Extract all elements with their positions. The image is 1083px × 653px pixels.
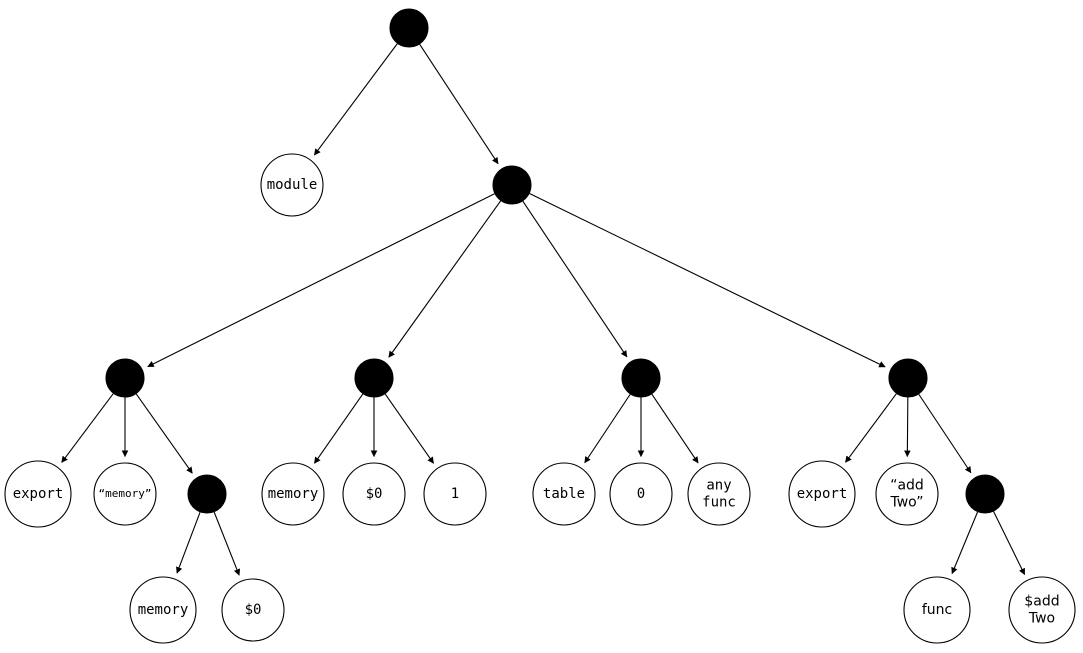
- tree-edge: [651, 393, 699, 464]
- node-dot: [389, 8, 429, 48]
- tree-node-leaf[interactable]: “memory”: [93, 462, 157, 526]
- tree-edge: [314, 393, 364, 464]
- node-circle: [903, 576, 971, 644]
- tree-node-leaf[interactable]: $0: [342, 462, 406, 526]
- tree-node-internal[interactable]: [354, 358, 394, 398]
- tree-edge: [993, 511, 1026, 576]
- tree-edge: [918, 393, 972, 474]
- node-label: memory: [138, 602, 189, 618]
- node-dot: [187, 474, 227, 514]
- tree-node-leaf[interactable]: $0: [221, 578, 285, 642]
- tree-node-internal[interactable]: [389, 8, 429, 48]
- node-circle: [4, 460, 72, 528]
- tree-node-leaf[interactable]: memory: [261, 462, 325, 526]
- node-circle: [1008, 576, 1076, 644]
- edges-layer: [61, 43, 1026, 576]
- tree-edge: [147, 193, 495, 368]
- tree-edge: [419, 44, 499, 165]
- node-label: $0: [366, 486, 383, 502]
- tree-edge: [584, 393, 631, 464]
- tree-node-internal[interactable]: [187, 474, 227, 514]
- tree-edge: [522, 200, 628, 358]
- tree-node-leaf[interactable]: func: [903, 576, 971, 644]
- node-dot: [105, 358, 145, 398]
- node-circle: [609, 462, 673, 526]
- node-label: 1: [451, 486, 459, 502]
- node-label: 0: [637, 486, 645, 502]
- tree-edge: [845, 393, 897, 463]
- tree-edge: [951, 511, 979, 575]
- node-label: export: [797, 486, 848, 502]
- tree-edge: [388, 200, 502, 358]
- tree-node-leaf[interactable]: export: [4, 460, 72, 528]
- tree-edge: [384, 393, 434, 464]
- node-dot: [965, 474, 1005, 514]
- tree-node-internal[interactable]: [888, 358, 928, 398]
- node-circle: [423, 462, 487, 526]
- node-label: func: [922, 602, 952, 618]
- tree-node-leaf[interactable]: module: [260, 153, 324, 217]
- tree-node-leaf[interactable]: export: [788, 460, 856, 528]
- tree-edge: [61, 393, 114, 463]
- tree-edge: [176, 512, 201, 574]
- node-circle: [261, 462, 325, 526]
- tree-edge: [313, 43, 398, 156]
- node-dot: [621, 358, 661, 398]
- tree-edge: [529, 193, 886, 368]
- node-circle: [129, 576, 197, 644]
- node-label: table: [543, 486, 585, 502]
- node-label: export: [13, 486, 64, 502]
- node-label: memory: [268, 486, 319, 502]
- tree-edge: [904, 397, 911, 458]
- tree-node-internal[interactable]: [105, 358, 145, 398]
- node-circle: [687, 462, 751, 526]
- node-circle: [875, 462, 939, 526]
- node-dot: [888, 358, 928, 398]
- node-dot: [492, 165, 532, 205]
- tree-node-internal[interactable]: [492, 165, 532, 205]
- node-label: “memory”: [99, 487, 152, 500]
- node-circle: [260, 153, 324, 217]
- tree-node-internal[interactable]: [621, 358, 661, 398]
- node-circle: [788, 460, 856, 528]
- tree-node-leaf[interactable]: 0: [609, 462, 673, 526]
- node-circle: [342, 462, 406, 526]
- node-label: $0: [245, 602, 262, 618]
- node-dot: [354, 358, 394, 398]
- tree-node-leaf[interactable]: table: [532, 462, 596, 526]
- tree-edge: [213, 511, 241, 576]
- tree-node-leaf[interactable]: 1: [423, 462, 487, 526]
- node-circle: [221, 578, 285, 642]
- tree-edge: [135, 393, 193, 474]
- node-label: module: [267, 177, 318, 193]
- tree-node-leaf[interactable]: memory: [129, 576, 197, 644]
- node-circle: [532, 462, 596, 526]
- tree-node-internal[interactable]: [965, 474, 1005, 514]
- node-circle: [93, 462, 157, 526]
